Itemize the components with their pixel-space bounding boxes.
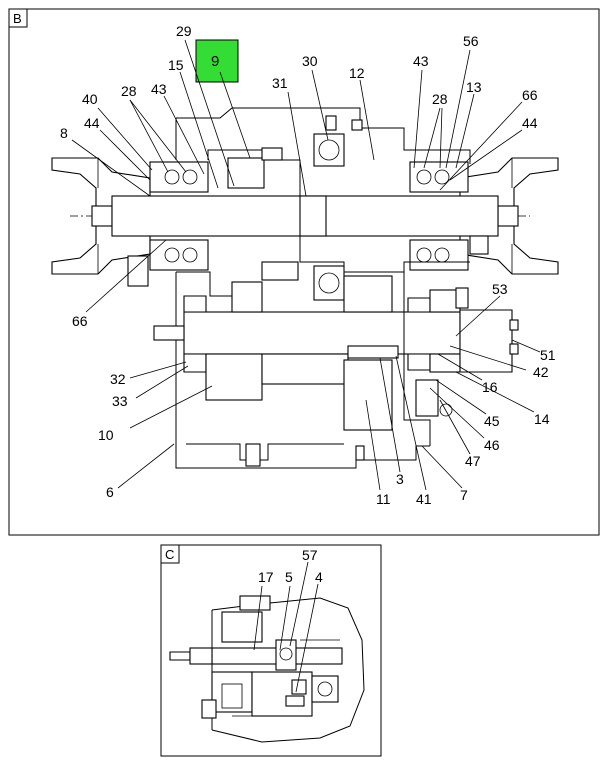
callout-41: 41 <box>416 491 432 507</box>
callout-15: 15 <box>168 57 184 73</box>
callout-11: 11 <box>376 491 391 507</box>
callout-53: 53 <box>492 281 508 297</box>
callout-56: 56 <box>463 33 479 49</box>
callout-3: 3 <box>396 471 404 487</box>
callout-17: 17 <box>258 569 274 585</box>
view-c-label-box <box>160 544 180 564</box>
callout-66-top: 66 <box>522 87 538 103</box>
callout-46: 46 <box>484 437 500 453</box>
callout-29: 29 <box>176 23 192 39</box>
highlighted-part-9-label[interactable]: 9 <box>211 53 219 70</box>
view-b-leader-lines <box>71 39 541 491</box>
callout-51: 51 <box>540 347 556 363</box>
callout-43-right: 43 <box>413 53 429 69</box>
callout-28-left: 28 <box>121 83 137 99</box>
highlighted-part-9-box[interactable] <box>195 39 239 83</box>
view-c-callouts: 57 17 5 4 <box>258 547 323 585</box>
view-c-label: C <box>165 547 174 562</box>
callout-66-bottom: 66 <box>72 313 88 329</box>
callout-47: 47 <box>465 453 481 469</box>
callout-44-right: 44 <box>522 115 538 131</box>
callout-4: 4 <box>315 569 323 585</box>
callout-33: 33 <box>112 393 128 409</box>
callout-45: 45 <box>484 413 500 429</box>
callout-13: 13 <box>466 79 482 95</box>
view-b-callouts: 29 15 30 12 43 56 28 13 66 44 40 28 43 3… <box>60 23 556 507</box>
view-c-leader-lines <box>253 561 319 693</box>
callout-40: 40 <box>82 91 98 107</box>
view-c-frame <box>160 544 382 757</box>
callout-42: 42 <box>533 364 549 380</box>
callout-43-left: 43 <box>151 81 167 97</box>
callout-16: 16 <box>482 379 498 395</box>
callout-31: 31 <box>272 75 288 91</box>
callout-57: 57 <box>302 547 318 563</box>
callout-5: 5 <box>285 569 293 585</box>
callout-44-left: 44 <box>84 115 100 131</box>
callout-10: 10 <box>98 427 114 443</box>
callout-7: 7 <box>460 487 468 503</box>
view-b-label: B <box>13 11 22 26</box>
callout-14: 14 <box>534 411 550 427</box>
view-c-detail-drawing <box>169 595 365 743</box>
callout-6: 6 <box>106 484 114 500</box>
callout-32: 32 <box>110 371 126 387</box>
callout-12: 12 <box>349 65 365 81</box>
callout-28-right: 28 <box>432 91 448 107</box>
callout-8: 8 <box>60 125 68 141</box>
callout-30: 30 <box>302 53 318 69</box>
view-b-frame <box>8 8 600 536</box>
view-b-label-box <box>8 8 28 28</box>
transfer-case-drawing <box>51 107 559 469</box>
